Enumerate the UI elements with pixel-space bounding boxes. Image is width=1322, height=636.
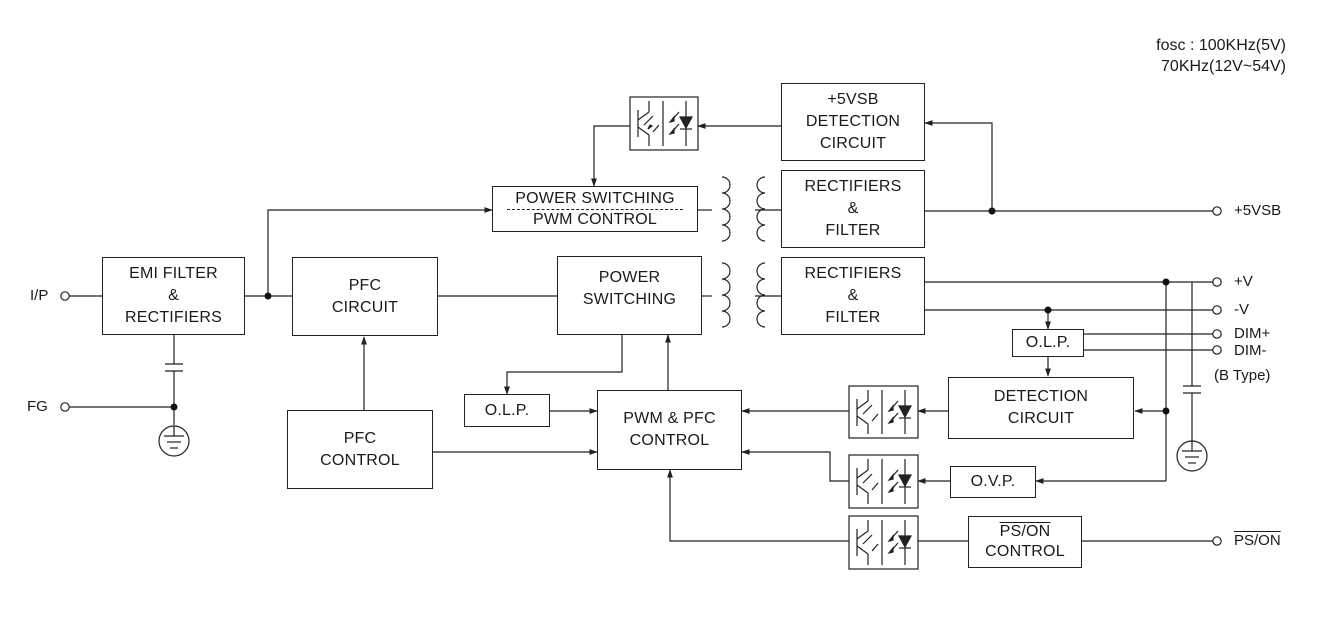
dim-type-note: (B Type) [1214,367,1271,384]
power-switching-pwm-block: POWER SWITCHING PWM CONTROL [492,186,698,232]
rect-main-line-3: FILTER [825,309,881,326]
wire-psw-olp [504,335,623,395]
frequency-note-line-1: fosc : 100KHz(5V) [1156,37,1286,54]
olp-left-block: O.L.P. [464,394,550,427]
ovp-block: O.V.P. [950,466,1036,498]
terminal-vsb [1212,206,1222,216]
pfc-control-block: PFC CONTROL [287,410,433,489]
rectifiers-vsb-block: RECTIFIERS & FILTER [781,170,925,248]
rect-main-line-1: RECTIFIERS [804,265,902,282]
terminal-pson [1212,536,1222,546]
rect-vsb-line-1: RECTIFIERS [804,178,902,195]
wire-opto2-pwm [741,449,849,482]
wire-opto3-pwm [667,469,849,542]
power-switching-block: POWER SWITCHING [557,256,702,335]
pfc-circuit-line-1: PFC [348,276,382,294]
detection-line-2: CIRCUIT [1007,410,1075,427]
ps-on-control-block: PS/ON CONTROL [968,516,1082,568]
rectifiers-main-block: RECTIFIERS & FILTER [781,257,925,335]
terminal-vneg [1212,305,1222,315]
detection-circuit-block: DETECTION CIRCUIT [948,377,1134,439]
frequency-note-line-2: 70KHz(12V~54V) [1161,58,1286,75]
pfc-circuit-block: PFC CIRCUIT [292,257,438,336]
pfc-circuit-line-2: CIRCUIT [331,298,399,316]
ground-icon [158,425,190,457]
optocoupler-icon [848,385,919,439]
emi-line-2: & [168,287,179,304]
optocoupler-icon [848,454,919,509]
pwm-pfc-line-2: CONTROL [629,432,710,449]
terminal-dim-neg [1212,345,1222,355]
pfc-control-line-2: CONTROL [320,451,400,469]
terminal-dim-pos [1212,329,1222,339]
olp-right-block: O.L.P. [1012,329,1084,357]
pwm-pfc-line-1: PWM & PFC [623,410,716,427]
vsb-label: +5VSB [1234,202,1282,219]
ps-on-label: PS/ON [1234,532,1281,549]
dim-pos-label: DIM+ [1234,325,1271,342]
transformer-icon [702,262,781,328]
vsb-det-line-1: +5VSB [827,91,879,108]
ps-on-control-line-1: PS/ON [999,523,1051,540]
vpos-label: +V [1234,273,1253,290]
rect-vsb-line-2: & [847,200,859,217]
vsb-det-line-2: DETECTION [805,113,901,130]
pfc-control-line-1: PFC [343,429,377,447]
emi-filter-block: EMI FILTER & RECTIFIERS [102,257,245,335]
power-switching-line-2: SWITCHING [582,291,677,308]
optocoupler-icon [629,96,699,151]
ovp-label: O.V.P. [970,473,1016,490]
psw-pwm-line-2: PWM CONTROL [533,210,657,228]
emi-line-1: EMI FILTER [129,265,218,282]
vneg-label: -V [1234,301,1249,318]
emi-line-3: RECTIFIERS [124,309,223,326]
olp-left-label: O.L.P. [484,401,530,419]
ip-label: I/P [30,287,49,304]
power-switching-line-1: POWER [598,269,661,286]
detection-line-1: DETECTION [993,388,1089,405]
terminal-fg [60,402,70,412]
wire-opto-psw [591,125,630,187]
terminal-ip [60,291,70,301]
fg-label: FG [27,398,48,415]
frequency-note: fosc : 100KHz(5V) 70KHz(12V~54V) [1156,35,1286,77]
vsb-detection-block: +5VSB DETECTION CIRCUIT [781,83,925,161]
ground-icon [1176,440,1208,472]
olp-right-label: O.L.P. [1025,334,1071,351]
wire-vsb-det [924,120,993,211]
rect-vsb-line-3: FILTER [825,222,881,239]
transformer-icon [697,176,781,242]
wire-emi-psw [267,207,493,296]
vsb-det-line-3: CIRCUIT [819,135,887,152]
terminal-vpos [1212,277,1222,287]
rect-main-line-2: & [847,287,859,304]
psw-pwm-line-1: POWER SWITCHING [507,189,683,210]
dim-neg-label: DIM- [1234,342,1267,359]
pwm-pfc-control-block: PWM & PFC CONTROL [597,390,742,470]
ps-on-control-line-2: CONTROL [985,543,1065,560]
optocoupler-icon [848,515,919,570]
